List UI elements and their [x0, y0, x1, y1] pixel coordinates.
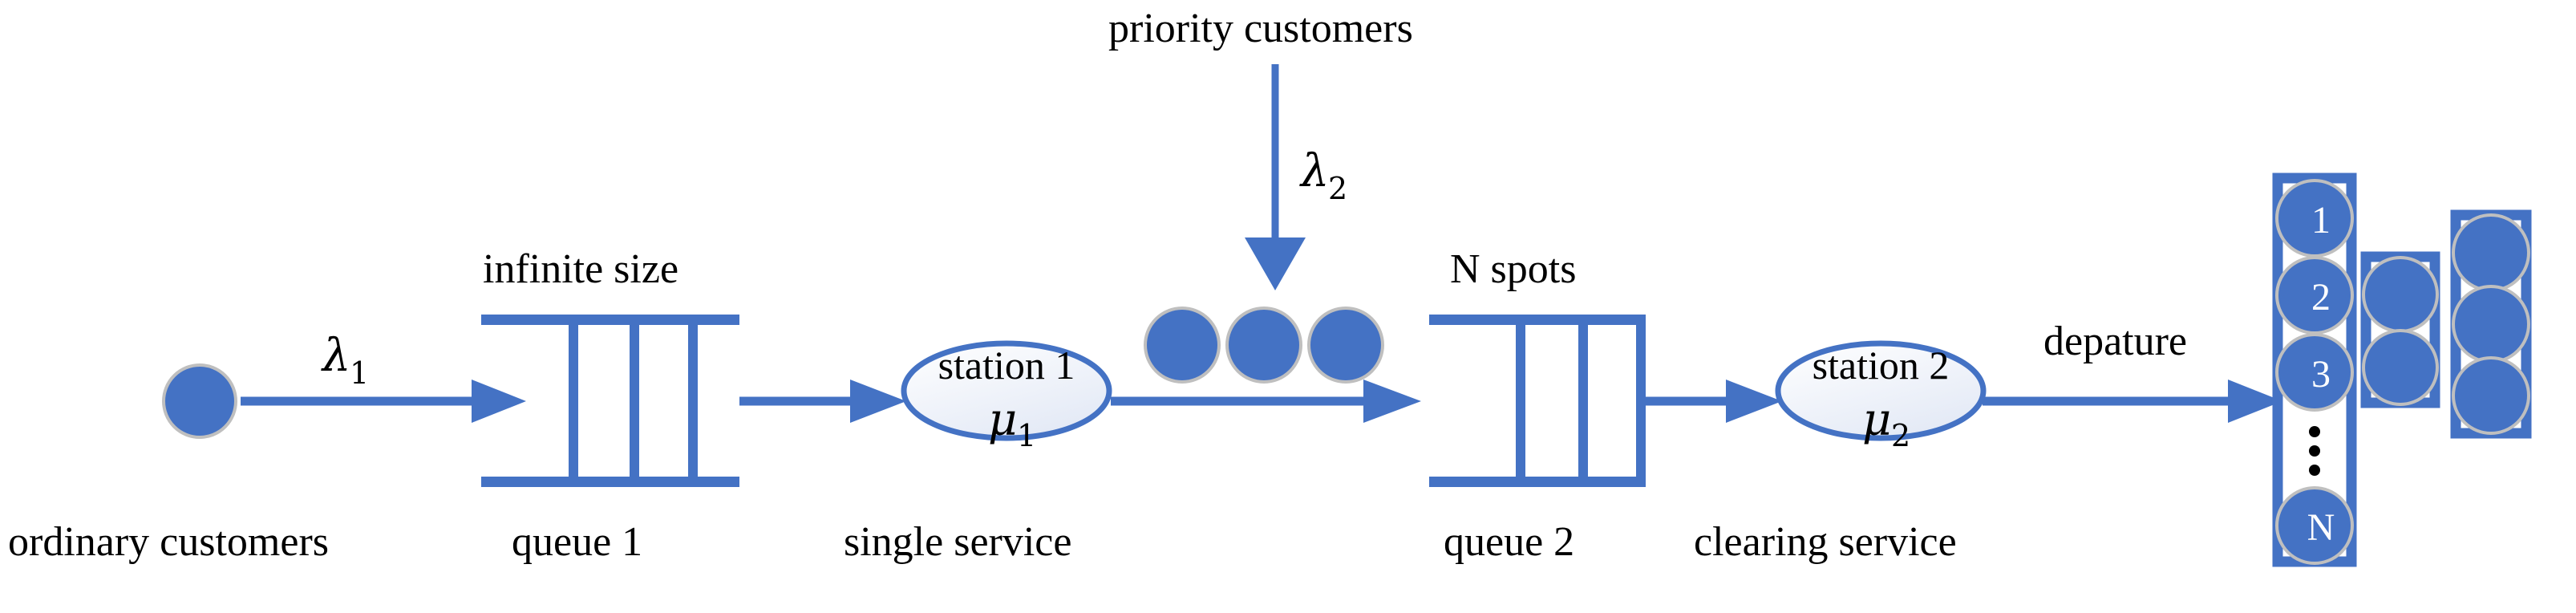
queue1-label: queue 1: [512, 519, 642, 565]
station-1: station 1 μ 1 single service: [844, 340, 1112, 565]
bin-two-slot-token-1: [2362, 256, 2439, 333]
bin-three-slot-token-2: [2452, 285, 2530, 363]
lambda2-symbol: λ: [1299, 145, 1330, 197]
station2-label: station 2: [1813, 343, 1950, 388]
bin-two-slot-token-2: [2362, 329, 2439, 406]
clearing-service-label: clearing service: [1694, 519, 1957, 565]
queue2-divider-1: [1516, 323, 1525, 477]
bin-slot-label-1: 1: [2311, 199, 2331, 242]
station2-ellipse: [1775, 340, 1987, 441]
bin-slot-label-2: 2: [2311, 276, 2331, 319]
lambda1-symbol: λ: [321, 330, 351, 382]
arrow-station1-to-queue2: [1111, 380, 1421, 423]
lambda1-subscript: 1: [350, 355, 369, 391]
priority-customers-label: priority customers: [1108, 6, 1413, 51]
mu2-subscript: 2: [1891, 418, 1910, 453]
queue1-divider-2: [630, 323, 639, 477]
queue2-top-bar: [1429, 315, 1646, 325]
vertical-ellipsis-icon: [2309, 426, 2320, 476]
mu1-subscript: 1: [1017, 418, 1036, 453]
lambda2-subscript: 2: [1328, 171, 1347, 206]
queue1-divider-1: [569, 323, 578, 477]
queue2-right-edge: [1636, 323, 1646, 477]
queue1-bottom-bar: [481, 477, 739, 487]
arrow-queue2-to-station2: [1644, 380, 1782, 423]
bin-three-slot: [2450, 209, 2532, 439]
transit-customer-tokens: [1144, 306, 1384, 384]
infinite-size-label: infinite size: [483, 246, 678, 292]
queue2-divider-2: [1578, 323, 1588, 477]
queue2-label: queue 2: [1444, 519, 1574, 565]
priority-arrival-group: priority customers λ 2: [1108, 6, 1413, 290]
ordinary-customer-token: [162, 363, 237, 439]
arrival-arrow-lambda1: λ 1: [241, 330, 526, 423]
station1-label: station 1: [938, 343, 1075, 388]
depature-label: depature: [2043, 319, 2187, 364]
ordinary-customer-group: ordinary customers: [8, 363, 329, 565]
mu1-symbol: μ: [988, 394, 1017, 446]
n-spots-label: N spots: [1450, 246, 1576, 292]
station1-ellipse: [901, 340, 1112, 441]
queue1-divider-3: [688, 323, 698, 477]
transit-token-3: [1307, 306, 1384, 384]
bin-three-slot-token-3: [2452, 356, 2530, 435]
bin-two-slot: [2360, 251, 2440, 408]
queue-2: N spots queue 2: [1429, 246, 1646, 565]
mu2-symbol: μ: [1862, 394, 1891, 446]
single-service-label: single service: [844, 519, 1071, 565]
queue-1: infinite size queue 1: [481, 246, 739, 565]
arrow-queue1-to-station1: [739, 380, 906, 423]
queue2-bottom-bar: [1429, 477, 1646, 487]
queue1-top-bar: [481, 315, 739, 325]
depature-arrow-group: depature: [1983, 319, 2282, 423]
bin-slot-circle-n: [2275, 486, 2354, 565]
station-2: station 2 μ 2 clearing service: [1694, 340, 1987, 565]
bin-three-slot-token-1: [2452, 213, 2530, 292]
transit-token-2: [1225, 306, 1302, 384]
numbered-bin: 1 2 3 N: [2272, 173, 2357, 567]
bin-slot-label-n: N: [2307, 506, 2335, 549]
transit-token-1: [1144, 306, 1221, 384]
bin-slot-label-3: 3: [2311, 353, 2331, 396]
ordinary-customers-label: ordinary customers: [8, 519, 329, 565]
bin-slot-circle-3: [2275, 333, 2354, 412]
